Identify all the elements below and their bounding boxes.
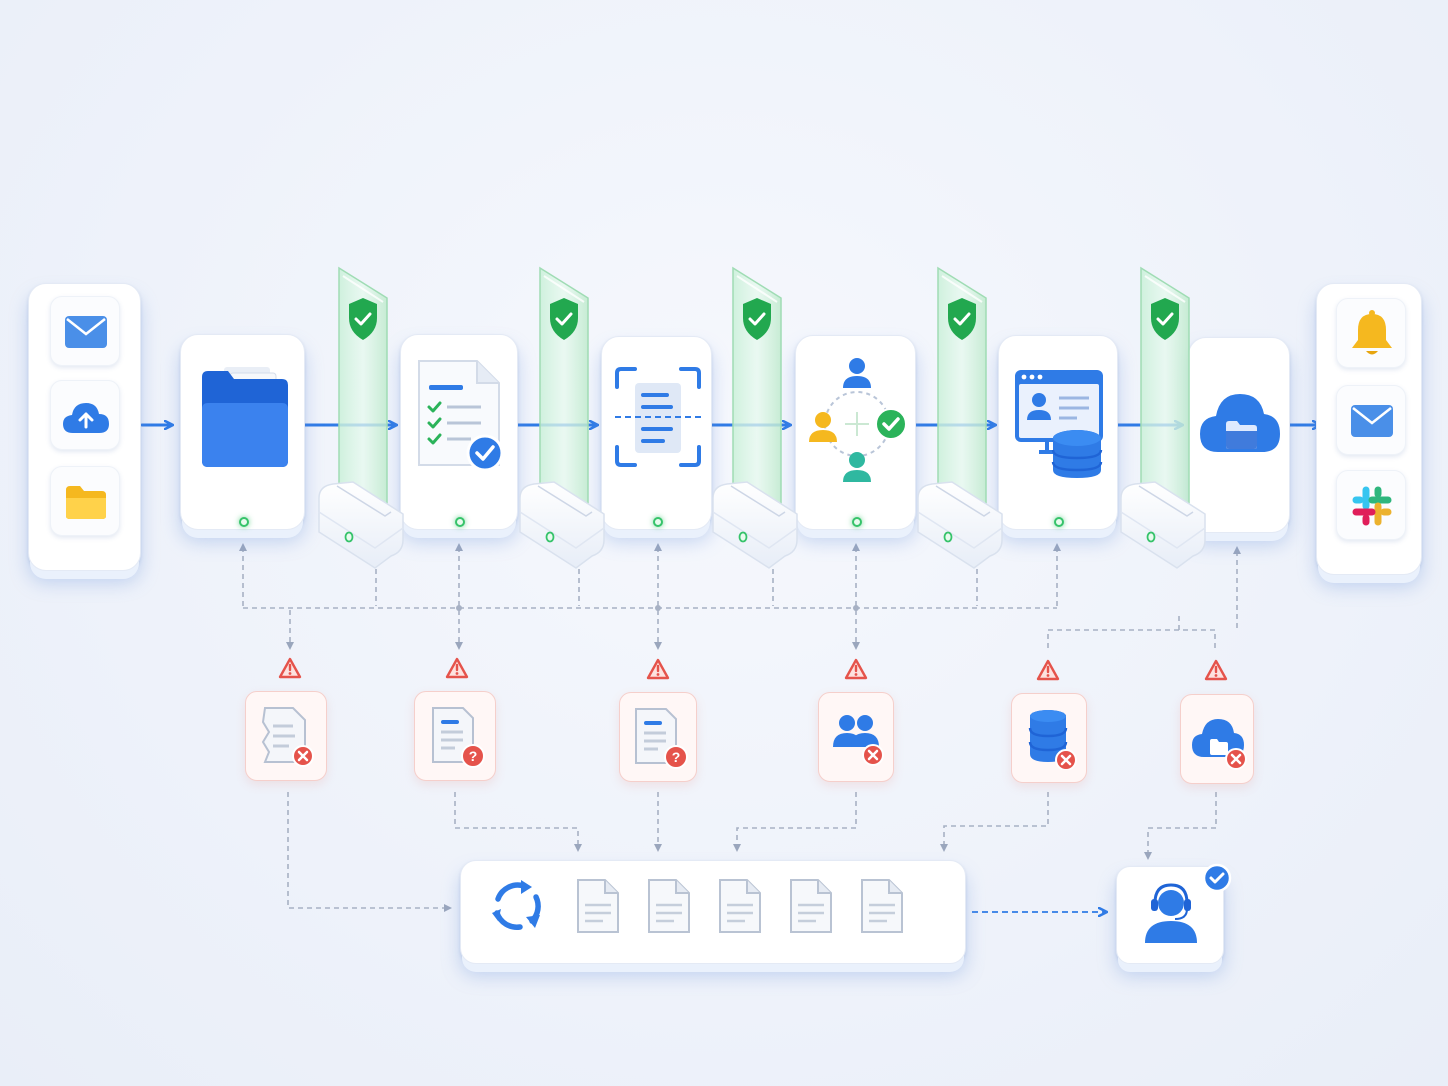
exception-route-card[interactable]	[818, 692, 894, 782]
input-email-tile[interactable]	[50, 296, 120, 366]
document-folder-icon	[202, 367, 288, 467]
cloud-folder-icon	[1200, 394, 1280, 452]
unknown-document-icon: ?	[432, 707, 485, 768]
svg-text:?: ?	[469, 748, 478, 764]
input-sources-card	[28, 283, 141, 571]
warning-icon	[1204, 659, 1228, 681]
database-error-icon	[1028, 710, 1077, 770]
warning-icon	[278, 657, 302, 679]
web-database-icon	[1015, 370, 1103, 478]
stage-cloud-card[interactable]	[1188, 337, 1290, 533]
warning-icon	[1036, 659, 1060, 681]
queued-document-icon[interactable]	[575, 877, 621, 935]
check-icon	[1202, 863, 1232, 893]
stage-ingest-card[interactable]	[180, 334, 305, 530]
stage-extract-card[interactable]	[601, 336, 712, 530]
output-email-tile[interactable]	[1336, 385, 1406, 455]
cloud-upload-icon	[63, 403, 109, 433]
queued-document-icon[interactable]	[717, 877, 763, 935]
broken-document-icon	[261, 707, 314, 767]
queued-document-icon[interactable]	[788, 877, 834, 935]
status-led	[1054, 517, 1064, 527]
user-network-icon	[809, 358, 907, 482]
warning-icon	[445, 657, 469, 679]
output-slack-tile[interactable]	[1336, 470, 1406, 540]
human-review-card[interactable]	[1116, 863, 1232, 964]
mail-icon	[65, 316, 107, 348]
unknown-document-icon: ?	[635, 708, 688, 769]
cloud-error-icon	[1192, 719, 1247, 770]
queued-document-icon[interactable]	[646, 877, 692, 935]
output-channels-card	[1316, 283, 1422, 575]
exception-extract-card[interactable]: ?	[619, 692, 697, 782]
refresh-icon[interactable]	[488, 877, 546, 935]
output-alert-tile[interactable]	[1336, 298, 1406, 368]
warning-icon	[646, 658, 670, 680]
status-led	[852, 517, 862, 527]
status-led	[653, 517, 663, 527]
slack-icon	[1352, 486, 1392, 526]
scan-document-icon	[615, 367, 701, 467]
stage-store-card[interactable]	[998, 335, 1118, 530]
svg-text:?: ?	[672, 749, 681, 765]
checklist-document-icon	[418, 360, 504, 472]
warning-icon	[844, 658, 868, 680]
status-led	[455, 517, 465, 527]
support-agent-icon	[1145, 883, 1197, 943]
input-cloud-upload-tile[interactable]	[50, 380, 120, 450]
stage-route-card[interactable]	[795, 335, 916, 530]
user-error-icon	[833, 715, 884, 766]
bell-icon	[1352, 310, 1392, 355]
folder-icon	[66, 486, 106, 519]
exception-store-card[interactable]	[1011, 693, 1087, 783]
exception-queue-card[interactable]	[460, 860, 966, 964]
exception-validate-card[interactable]: ?	[414, 691, 496, 781]
status-led	[239, 517, 249, 527]
exception-ingest-card[interactable]	[245, 691, 327, 781]
queued-document-icon[interactable]	[859, 877, 905, 935]
mail-icon	[1351, 405, 1393, 437]
input-folder-tile[interactable]	[50, 466, 120, 536]
exception-cloud-card[interactable]	[1180, 694, 1254, 784]
stage-validate-card[interactable]	[400, 334, 518, 530]
